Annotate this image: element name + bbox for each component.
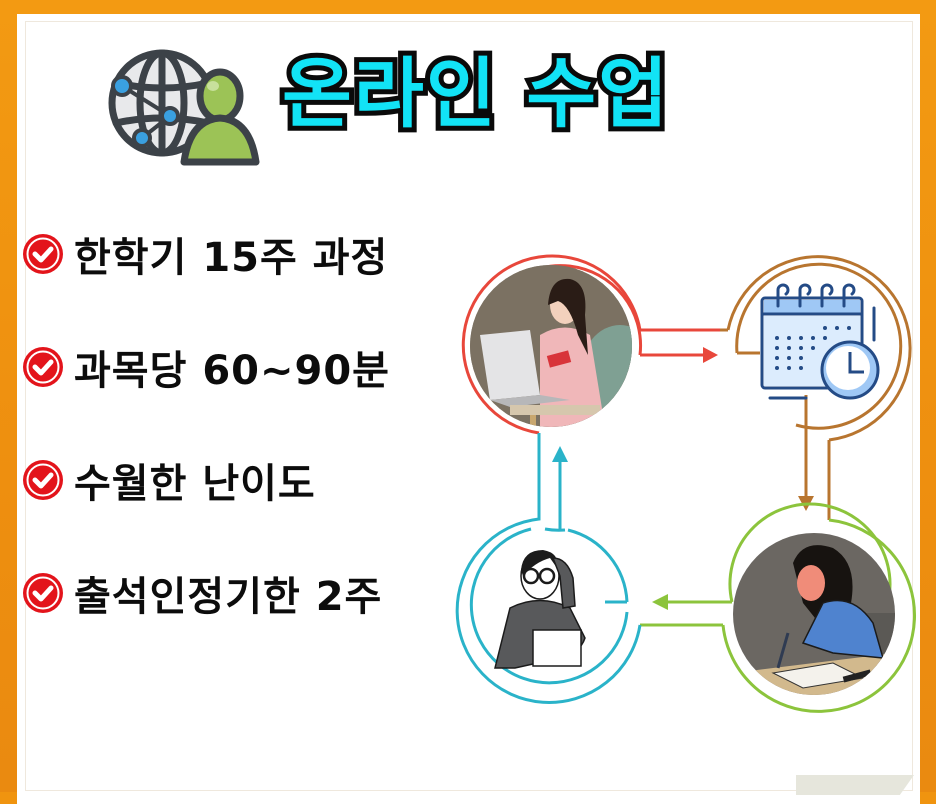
feature-label: 한학기 15주 과정 [74, 235, 389, 281]
check-circle-icon [23, 573, 63, 613]
page-corner [796, 775, 914, 795]
calendar-clock-icon [750, 280, 890, 420]
header [100, 38, 265, 168]
feature-item: 과목당 60~90분 [22, 341, 390, 394]
feature-label: 수월한 난이도 [74, 461, 316, 507]
cycle-diagram [440, 240, 920, 740]
feature-label: 출석인정기한 2주 [74, 574, 383, 620]
check-circle-icon [23, 460, 63, 500]
step-student-writing-image [733, 533, 895, 695]
feature-item: 출석인정기한 2주 [22, 567, 390, 620]
check-circle-icon [23, 347, 63, 387]
step-woman-laptop-image [470, 265, 632, 427]
feature-item: 수월한 난이도 [22, 454, 390, 507]
feature-item: 한학기 15주 과정 [22, 228, 390, 281]
check-circle-icon [23, 234, 63, 274]
page-title: 온라인 수업 [277, 44, 673, 143]
globe-user-icon [100, 38, 265, 168]
feature-list: 한학기 15주 과정 과목당 60~90분 수월한 난이도 출석인정기한 2주 [22, 228, 390, 620]
feature-label: 과목당 60~90분 [74, 348, 390, 394]
step-stressed-man-image [485, 538, 595, 678]
